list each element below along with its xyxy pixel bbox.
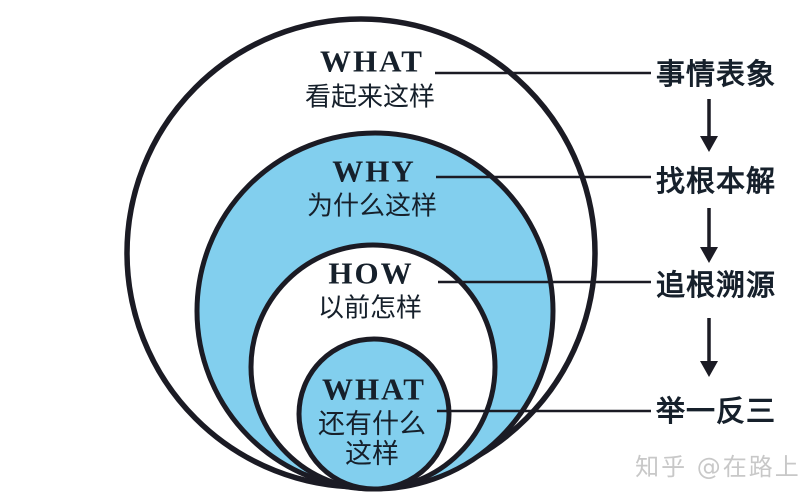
flow-arrow-3 [700,318,718,377]
ring-title-how: HOW [328,256,413,291]
ring-subtitle-what-core-line2: 这样 [345,439,399,469]
ring-subtitle-how: 以前怎样 [318,294,422,323]
flow-arrow-2 [700,208,718,263]
side-label-surface: 事情表象 [656,58,776,91]
ring-subtitle-what-outer: 看起来这样 [305,83,435,112]
ring-title-why: WHY [332,154,416,189]
ring-title-what-core: WHAT [322,372,426,407]
side-label-root-solution: 找根本解 [656,165,776,198]
flow-arrow-1 [700,99,718,152]
ring-title-what-outer: WHAT [320,44,424,79]
ring-subtitle-what-core-line1: 还有什么 [318,409,426,439]
flow-arrow-3-head [700,361,718,377]
flow-arrow-1-head [700,136,718,152]
ring-subtitle-why: 为什么这样 [307,192,437,221]
flow-arrow-2-head [700,247,718,263]
watermark: 知乎 @在路上 [635,453,801,481]
side-label-trace-origin: 追根溯源 [656,268,776,302]
circle-what-core [296,336,452,492]
side-label-extrapolate: 举一反三 [655,394,776,428]
